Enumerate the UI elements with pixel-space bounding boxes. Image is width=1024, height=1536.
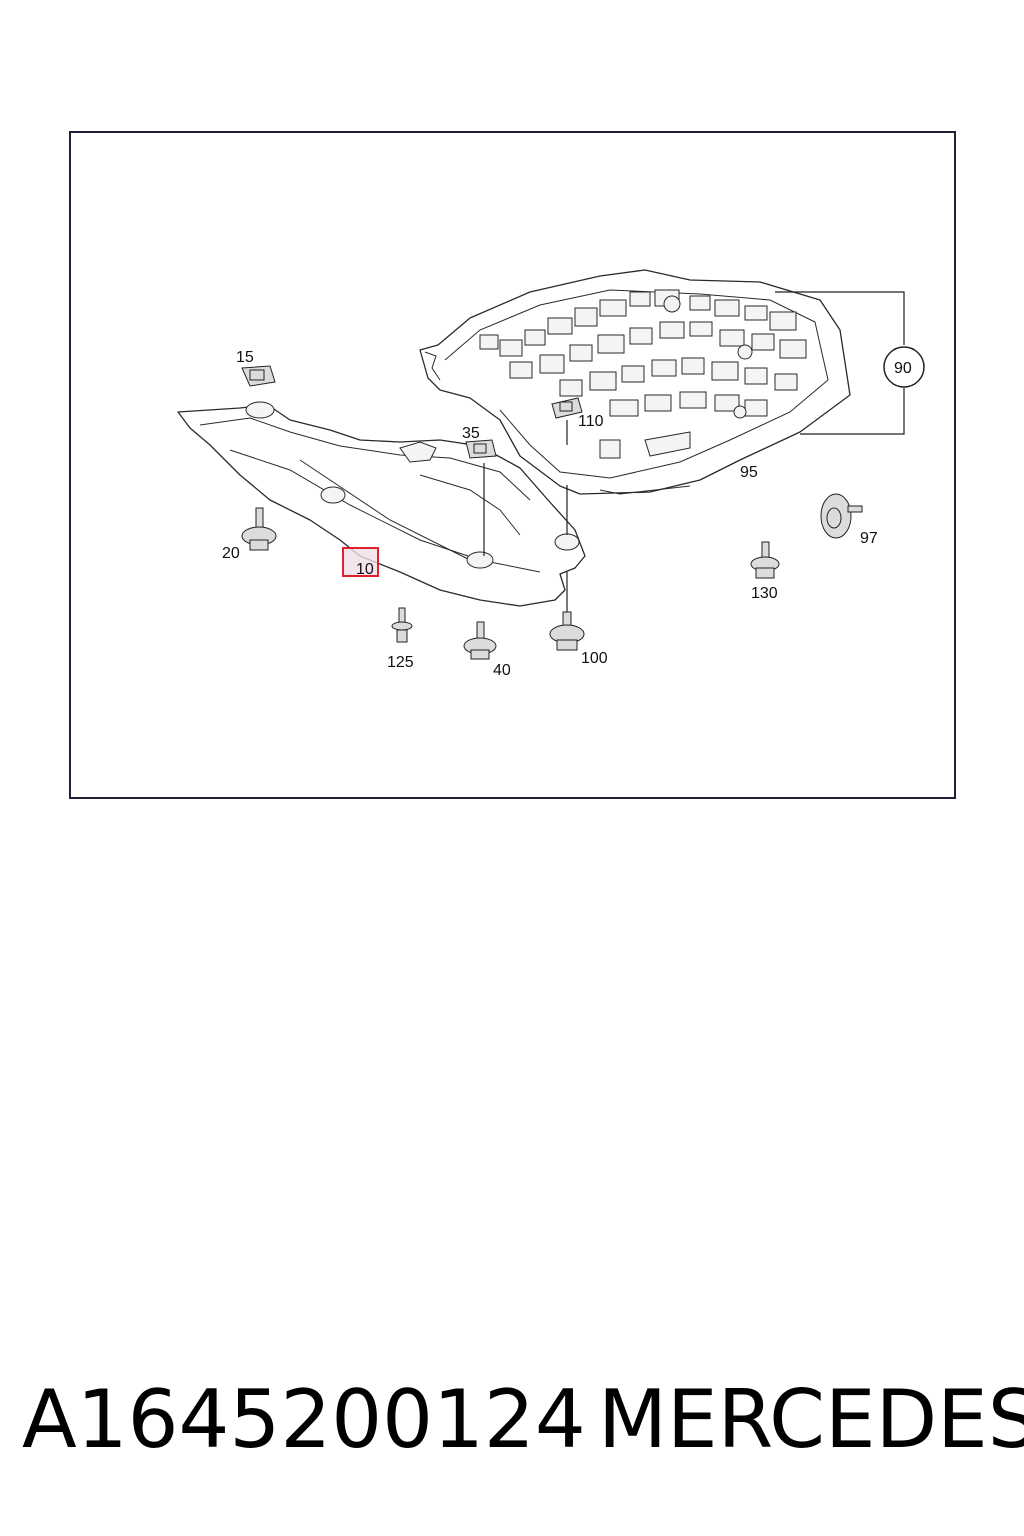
callout-110[interactable]: 110 bbox=[578, 413, 604, 430]
callout-40[interactable]: 40 bbox=[493, 662, 511, 679]
underbody-panel-95[interactable] bbox=[419, 269, 851, 495]
parts-diagram-frame bbox=[69, 131, 956, 799]
callout-15[interactable]: 15 bbox=[236, 349, 254, 366]
bolt-20-icon[interactable] bbox=[241, 507, 277, 551]
callout-90-circle bbox=[883, 346, 925, 388]
screw-97-icon[interactable] bbox=[820, 493, 863, 539]
bolt-100-icon[interactable] bbox=[549, 611, 585, 651]
callout-35[interactable]: 35 bbox=[462, 425, 480, 442]
callout-97[interactable]: 97 bbox=[860, 530, 878, 547]
callout-130[interactable]: 130 bbox=[751, 585, 778, 602]
callout-100[interactable]: 100 bbox=[581, 650, 608, 667]
bolt-130-icon[interactable] bbox=[750, 541, 780, 579]
bolt-40-icon[interactable] bbox=[463, 621, 497, 660]
callout-20[interactable]: 20 bbox=[222, 545, 240, 562]
callout-10[interactable]: 10 bbox=[356, 561, 374, 578]
panel-detail-blocks bbox=[479, 289, 807, 459]
callout-95[interactable]: 95 bbox=[740, 464, 758, 481]
clip-35-icon[interactable] bbox=[465, 439, 497, 459]
highlight-box-10 bbox=[342, 547, 379, 577]
bolt-125-icon[interactable] bbox=[391, 607, 413, 643]
brand-name: MERCEDES bbox=[598, 1373, 1024, 1466]
leader-lines bbox=[483, 291, 905, 616]
clip-110-icon[interactable] bbox=[551, 397, 583, 419]
callout-90[interactable]: 90 bbox=[894, 360, 912, 377]
part-number: A1645200124 bbox=[22, 1373, 586, 1466]
callout-125[interactable]: 125 bbox=[387, 654, 414, 671]
clip-15-icon[interactable] bbox=[241, 365, 276, 387]
